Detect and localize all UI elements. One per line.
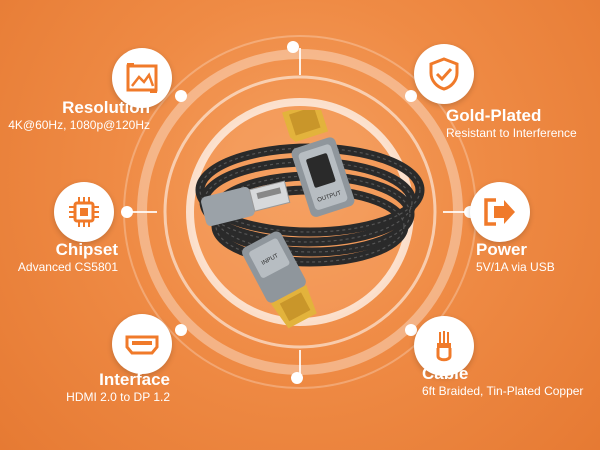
chip-icon: [54, 182, 114, 242]
power-arrow-icon: [470, 182, 530, 242]
feature-power: Power 5V/1A via USB: [476, 240, 555, 275]
feature-gold-plated: Gold-Plated Resistant to Interference: [446, 106, 577, 141]
feature-title: Chipset: [55, 240, 118, 259]
hdmi-port-icon: [112, 314, 172, 374]
feature-subtitle: 5V/1A via USB: [476, 260, 555, 274]
ring-dot: [291, 372, 303, 384]
ring-dot: [175, 324, 187, 336]
displayport-connector: OUTPUT: [282, 110, 355, 217]
feature-resolution: Resolution 4K@60Hz, 1080p@120Hz: [0, 98, 150, 133]
feature-title: Interface: [99, 370, 170, 389]
product-cable-image: OUTPUT INPUT: [195, 110, 425, 329]
feature-title: Cable: [422, 364, 469, 383]
ring-dot: [405, 324, 417, 336]
ring-dot: [175, 90, 187, 102]
ring-dot: [121, 206, 133, 218]
feature-subtitle: 4K@60Hz, 1080p@120Hz: [8, 118, 150, 132]
copper-wire-icon: [414, 316, 474, 376]
feature-interface: Interface HDMI 2.0 to DP 1.2: [0, 370, 170, 405]
feature-subtitle: HDMI 2.0 to DP 1.2: [66, 390, 170, 404]
feature-title: Power: [476, 240, 528, 259]
shield-check-icon: [414, 44, 474, 104]
feature-subtitle: 6ft Braided, Tin-Plated Copper: [422, 384, 584, 398]
ring-dot: [405, 90, 417, 102]
hdmi-connector: INPUT: [242, 231, 317, 329]
feature-title: Resolution: [62, 98, 150, 117]
feature-subtitle: Advanced CS5801: [17, 260, 118, 274]
picture-resolution-icon: [112, 48, 172, 108]
feature-cable: Cable 6ft Braided, Tin-Plated Copper: [422, 364, 583, 399]
usb-connector: [201, 180, 291, 227]
ring-dot: [287, 41, 299, 53]
feature-title: Gold-Plated: [446, 106, 542, 125]
feature-chipset: Chipset Advanced CS5801: [0, 240, 118, 275]
feature-subtitle: Resistant to Interference: [446, 126, 577, 140]
